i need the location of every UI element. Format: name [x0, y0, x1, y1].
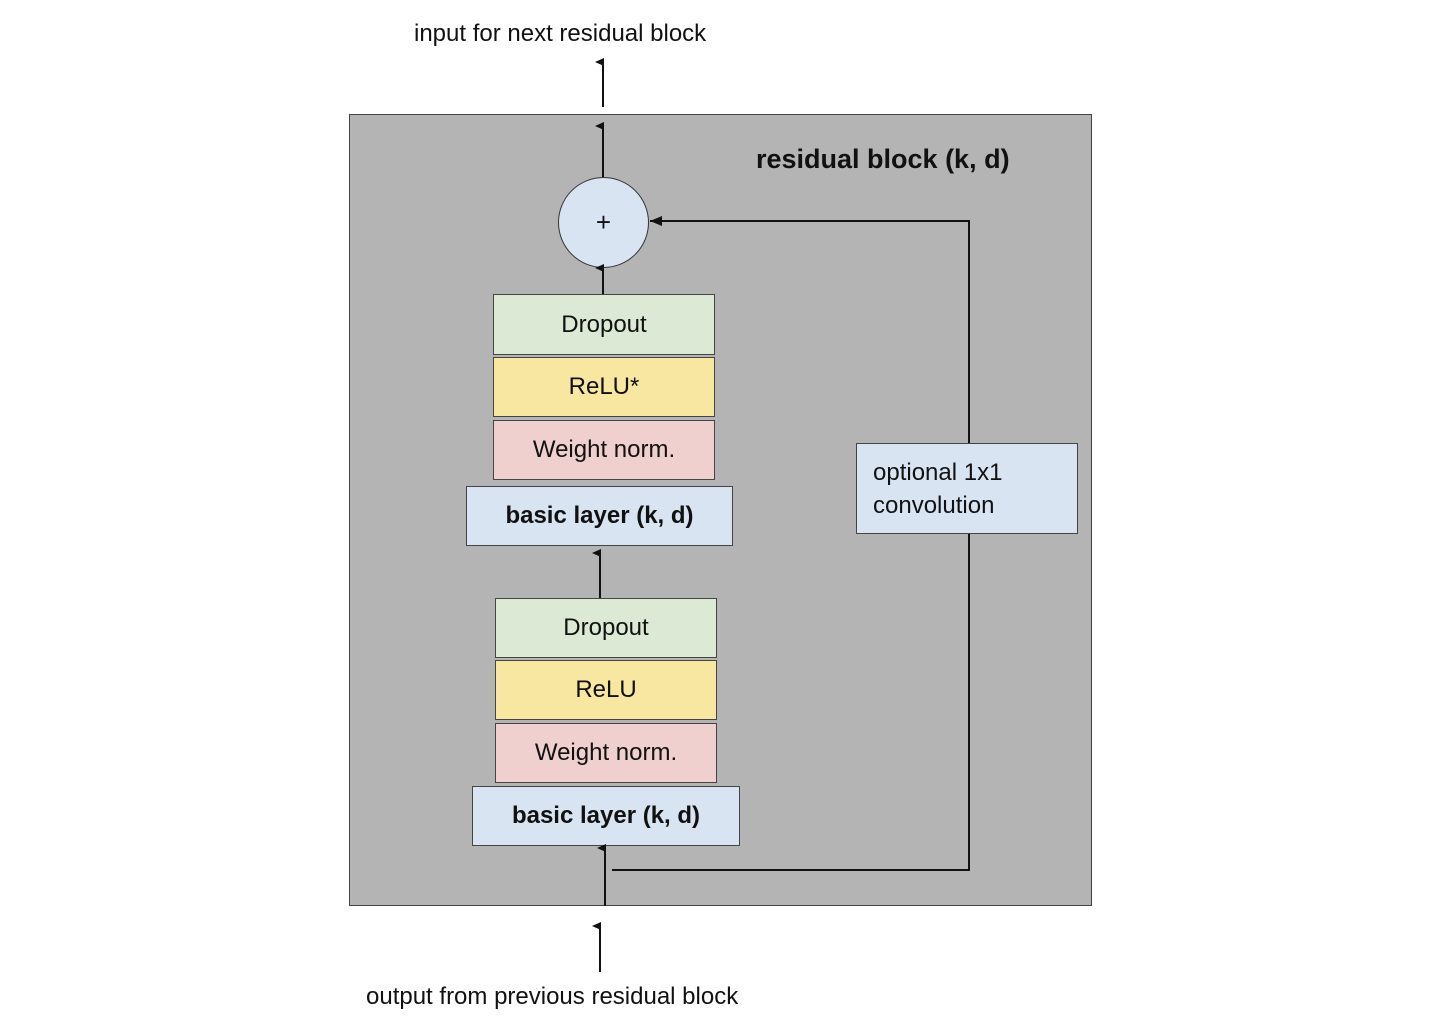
upper-basic-layer: basic layer (k, d): [466, 486, 733, 546]
lower-weight-norm-layer: Weight norm.: [495, 723, 717, 783]
lower-relu-layer: ReLU: [495, 660, 717, 720]
upper-relu-layer: ReLU*: [493, 357, 715, 417]
output-label: input for next residual block: [414, 20, 707, 47]
upper-weight-norm-layer: Weight norm.: [493, 420, 715, 480]
lower-dropout-layer: Dropout: [495, 598, 717, 658]
optional-conv-box: optional 1x1 convolution: [856, 443, 1078, 534]
upper-dropout-layer: Dropout: [493, 294, 715, 355]
block-title: residual block (k, d): [756, 144, 1010, 174]
input-label: output from previous residual block: [366, 983, 739, 1010]
sum-node: +: [558, 177, 649, 268]
conv-label-line1: optional 1x1: [873, 458, 1003, 486]
plus-icon: +: [595, 207, 612, 237]
lower-basic-layer: basic layer (k, d): [472, 786, 740, 846]
conv-label-line2: convolution: [873, 491, 995, 519]
